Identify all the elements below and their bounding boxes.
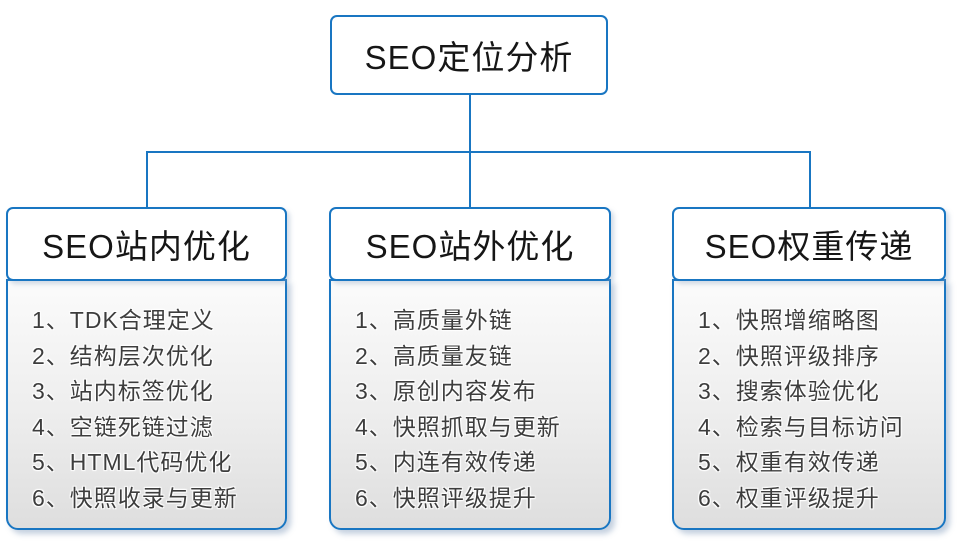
root-node-title: SEO定位分析: [364, 39, 574, 76]
list-item: 4、空链死链过滤: [32, 413, 214, 440]
branch-item-panel: 1、快照增缩略图 2、快照评级排序 3、搜索体验优化 4、检索与目标访问 5、权…: [672, 279, 946, 530]
list-item: 2、快照评级排序: [698, 342, 880, 369]
connector-drop-left: [146, 151, 148, 208]
list-item: 3、原创内容发布: [355, 378, 537, 405]
branch-title: SEO权重传递: [704, 228, 914, 265]
branch-title-box: SEO站内优化: [6, 207, 287, 281]
list-item: 5、HTML代码优化: [32, 449, 233, 476]
branch-weight-transfer: SEO权重传递 1、快照增缩略图 2、快照评级排序 3、搜索体验优化 4、检索与…: [672, 207, 946, 530]
branch-title: SEO站外优化: [365, 228, 575, 265]
list-item: 1、TDK合理定义: [32, 307, 215, 333]
list-item: 4、检索与目标访问: [698, 413, 904, 440]
branch-item-list: 1、TDK合理定义 2、结构层次优化 3、站内标签优化 4、空链死链过滤 5、H…: [32, 303, 275, 517]
connector-root-stem: [469, 95, 471, 152]
list-item: 5、内连有效传递: [355, 449, 537, 476]
connector-horizontal-bar: [146, 151, 810, 153]
list-item: 6、权重评级提升: [698, 484, 880, 511]
connector-drop-right: [809, 151, 811, 208]
branch-item-list: 1、快照增缩略图 2、快照评级排序 3、搜索体验优化 4、检索与目标访问 5、权…: [698, 303, 934, 517]
branch-item-panel: 1、TDK合理定义 2、结构层次优化 3、站内标签优化 4、空链死链过滤 5、H…: [6, 279, 287, 530]
list-item: 3、搜索体验优化: [698, 378, 880, 405]
connector-drop-center: [469, 151, 471, 208]
list-item: 4、快照抓取与更新: [355, 413, 561, 440]
branch-item-list: 1、高质量外链 2、高质量友链 3、原创内容发布 4、快照抓取与更新 5、内连有…: [355, 303, 599, 517]
branch-title-box: SEO站外优化: [329, 207, 611, 281]
list-item: 1、高质量外链: [355, 307, 513, 333]
branch-title: SEO站内优化: [42, 228, 251, 265]
list-item: 6、快照评级提升: [355, 484, 537, 511]
list-item: 3、站内标签优化: [32, 378, 214, 405]
list-item: 6、快照收录与更新: [32, 484, 238, 511]
list-item: 2、结构层次优化: [32, 342, 214, 369]
branch-title-box: SEO权重传递: [672, 207, 946, 281]
list-item: 2、高质量友链: [355, 342, 513, 369]
list-item: 5、权重有效传递: [698, 449, 880, 476]
branch-offsite-optimization: SEO站外优化 1、高质量外链 2、高质量友链 3、原创内容发布 4、快照抓取与…: [329, 207, 611, 530]
branch-item-panel: 1、高质量外链 2、高质量友链 3、原创内容发布 4、快照抓取与更新 5、内连有…: [329, 279, 611, 530]
list-item: 1、快照增缩略图: [698, 307, 880, 333]
root-node-seo-positioning: SEO定位分析: [330, 15, 608, 95]
branch-onsite-optimization: SEO站内优化 1、TDK合理定义 2、结构层次优化 3、站内标签优化 4、空链…: [6, 207, 287, 530]
